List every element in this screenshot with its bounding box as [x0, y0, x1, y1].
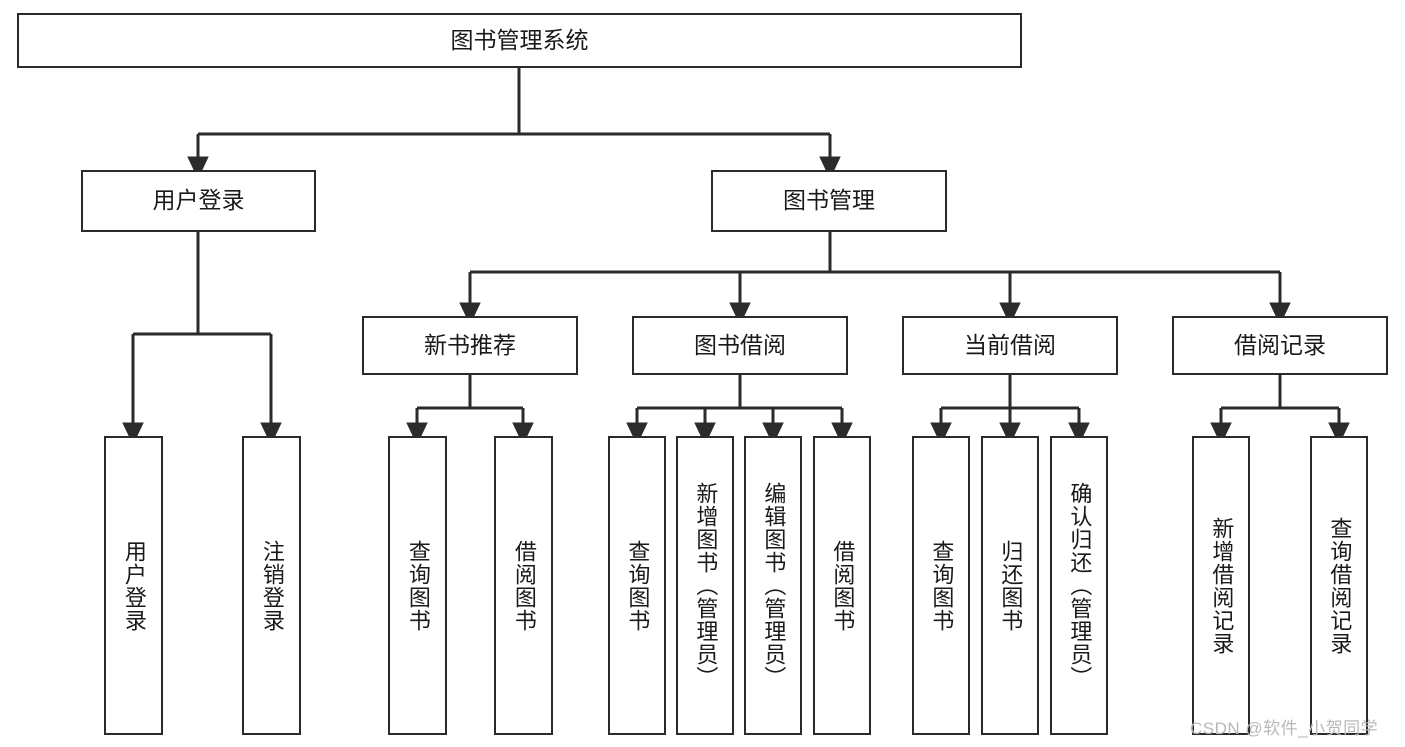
node-leaf-add-book-admin[interactable]: 新增图书（管理员）	[676, 436, 734, 735]
node-label: 新增借阅记录	[1209, 516, 1235, 655]
csdn-watermark: CSDN @软件_小贺同学	[1190, 719, 1379, 738]
node-leaf-query-book-current[interactable]: 查询图书	[912, 436, 970, 735]
node-label: 新增图书（管理员）	[693, 482, 719, 689]
node-label: 查询图书	[405, 539, 431, 632]
node-leaf-logout[interactable]: 注销登录	[242, 436, 301, 735]
node-user-login[interactable]: 用户登录	[81, 170, 316, 232]
node-label: 用户登录	[121, 539, 147, 632]
node-book-borrow[interactable]: 图书借阅	[632, 316, 848, 375]
node-book-management[interactable]: 图书管理	[711, 170, 947, 232]
node-leaf-return-book[interactable]: 归还图书	[981, 436, 1039, 735]
node-label: 查询图书	[625, 539, 651, 632]
node-label: 借阅记录	[1234, 331, 1326, 358]
node-leaf-confirm-return-admin[interactable]: 确认归还（管理员）	[1050, 436, 1108, 735]
node-label: 借阅图书	[830, 539, 856, 632]
node-label: 归还图书	[998, 539, 1024, 632]
node-label: 图书借阅	[694, 331, 786, 358]
node-root-system[interactable]: 图书管理系统	[17, 13, 1022, 68]
node-leaf-borrow-book[interactable]: 借阅图书	[813, 436, 871, 735]
node-label: 查询借阅记录	[1327, 516, 1353, 655]
node-borrow-records[interactable]: 借阅记录	[1172, 316, 1388, 375]
node-label: 借阅图书	[511, 539, 537, 632]
node-leaf-user-login[interactable]: 用户登录	[104, 436, 163, 735]
node-leaf-borrow-book-new[interactable]: 借阅图书	[494, 436, 553, 735]
node-current-borrow[interactable]: 当前借阅	[902, 316, 1118, 375]
node-label: 新书推荐	[424, 331, 516, 358]
node-new-book-recommend[interactable]: 新书推荐	[362, 316, 578, 375]
node-leaf-query-book-borrow[interactable]: 查询图书	[608, 436, 666, 735]
node-label: 用户登录	[152, 187, 245, 214]
node-leaf-add-borrow-record[interactable]: 新增借阅记录	[1192, 436, 1250, 735]
node-label: 编辑图书（管理员）	[761, 482, 787, 689]
node-label: 注销登录	[259, 539, 285, 632]
node-leaf-query-borrow-record[interactable]: 查询借阅记录	[1310, 436, 1368, 735]
node-label: 确认归还（管理员）	[1067, 482, 1093, 689]
node-leaf-edit-book-admin[interactable]: 编辑图书（管理员）	[744, 436, 802, 735]
node-leaf-query-book-new[interactable]: 查询图书	[388, 436, 447, 735]
node-label: 图书管理系统	[450, 26, 589, 53]
node-label: 查询图书	[929, 539, 955, 632]
node-label: 当前借阅	[964, 331, 1056, 358]
node-label: 图书管理	[783, 187, 875, 214]
